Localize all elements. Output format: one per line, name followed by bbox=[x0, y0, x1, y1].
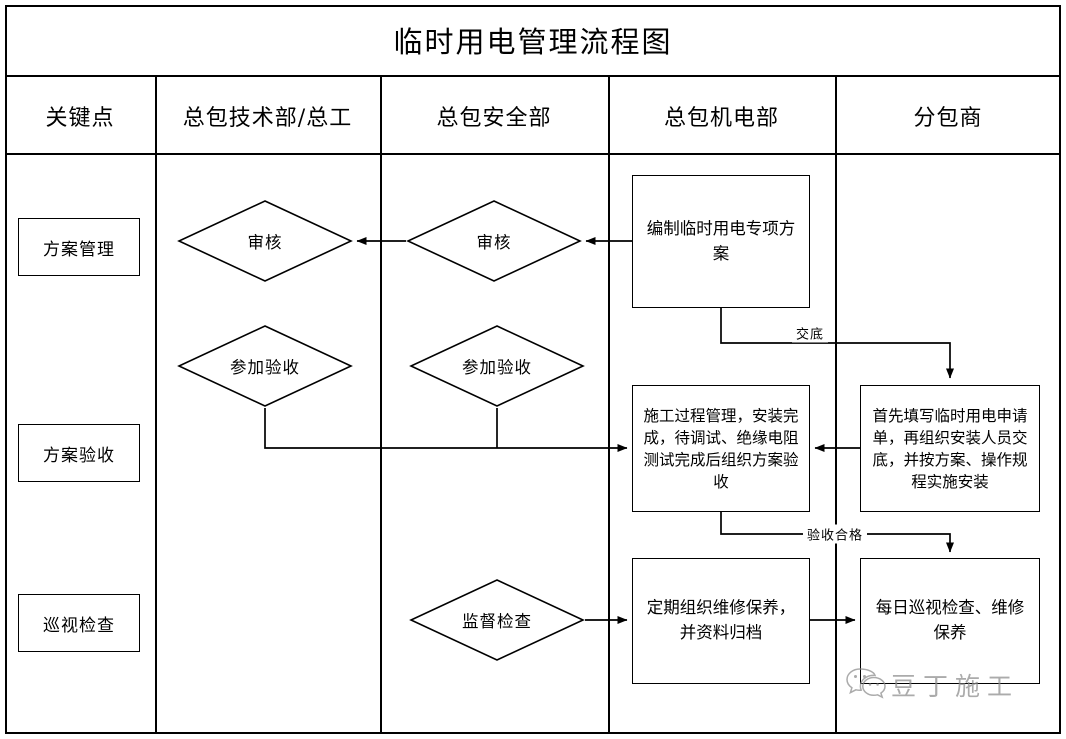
process-apply-and-install[interactable]: 首先填写临时用电申请单，再组织安装人员交底，并按方案、操作规程实施安装 bbox=[860, 385, 1040, 512]
lane-header-row: 关键点 总包技术部/总工 总包安全部 总包机电部 分包商 bbox=[5, 77, 1061, 155]
process-label: 施工过程管理，安装完成，待调试、绝缘电阻测试完成后组织方案验收 bbox=[643, 406, 799, 491]
key-point-label: 方案管理 bbox=[43, 239, 115, 260]
lane-header-key-point: 关键点 bbox=[45, 106, 115, 131]
decision-join-acceptance-safety[interactable]: 参加验收 bbox=[409, 324, 585, 408]
decision-review-safety[interactable]: 审核 bbox=[406, 199, 582, 283]
process-maintenance-and-archive[interactable]: 定期组织维修保养，并资料归档 bbox=[632, 558, 810, 684]
process-label: 编制临时用电专项方案 bbox=[646, 218, 796, 263]
process-daily-inspection[interactable]: 每日巡视检查、维修保养 bbox=[860, 558, 1040, 684]
process-label: 首先填写临时用电申请单，再组织安装人员交底，并按方案、操作规程实施安装 bbox=[872, 406, 1028, 491]
lane-divider-2 bbox=[380, 77, 382, 734]
lane-divider-3 bbox=[608, 77, 610, 734]
title-band: 临时用电管理流程图 bbox=[5, 5, 1061, 77]
page-title: 临时用电管理流程图 bbox=[393, 25, 673, 59]
key-point-patrol-inspection[interactable]: 巡视检查 bbox=[18, 594, 140, 652]
key-point-label: 巡视检查 bbox=[43, 615, 115, 636]
lane-header-safety-dept: 总包安全部 bbox=[436, 106, 552, 131]
process-label: 每日巡视检查、维修保养 bbox=[875, 598, 1025, 642]
lane-divider-1 bbox=[155, 77, 157, 734]
key-point-label: 方案验收 bbox=[43, 445, 115, 466]
lane-divider-4 bbox=[835, 77, 837, 734]
decision-review-tech[interactable]: 审核 bbox=[177, 199, 353, 283]
key-point-plan-management[interactable]: 方案管理 bbox=[18, 218, 140, 276]
decision-supervise-inspect[interactable]: 监督检查 bbox=[409, 578, 585, 662]
decision-join-acceptance-tech[interactable]: 参加验收 bbox=[177, 324, 353, 408]
edge-label-acceptance-passed: 验收合格 bbox=[802, 524, 868, 544]
process-draft-temp-power-plan[interactable]: 编制临时用电专项方案 bbox=[632, 175, 810, 308]
process-label: 定期组织维修保养，并资料归档 bbox=[646, 598, 796, 642]
lane-header-subcontractor: 分包商 bbox=[913, 106, 983, 131]
process-construction-management[interactable]: 施工过程管理，安装完成，待调试、绝缘电阻测试完成后组织方案验收 bbox=[632, 385, 810, 512]
lane-header-mep-dept: 总包机电部 bbox=[663, 106, 779, 131]
key-point-plan-acceptance[interactable]: 方案验收 bbox=[18, 424, 140, 482]
lane-header-tech-dept: 总包技术部/总工 bbox=[182, 106, 353, 131]
edge-label-handover: 交底 bbox=[791, 323, 829, 343]
